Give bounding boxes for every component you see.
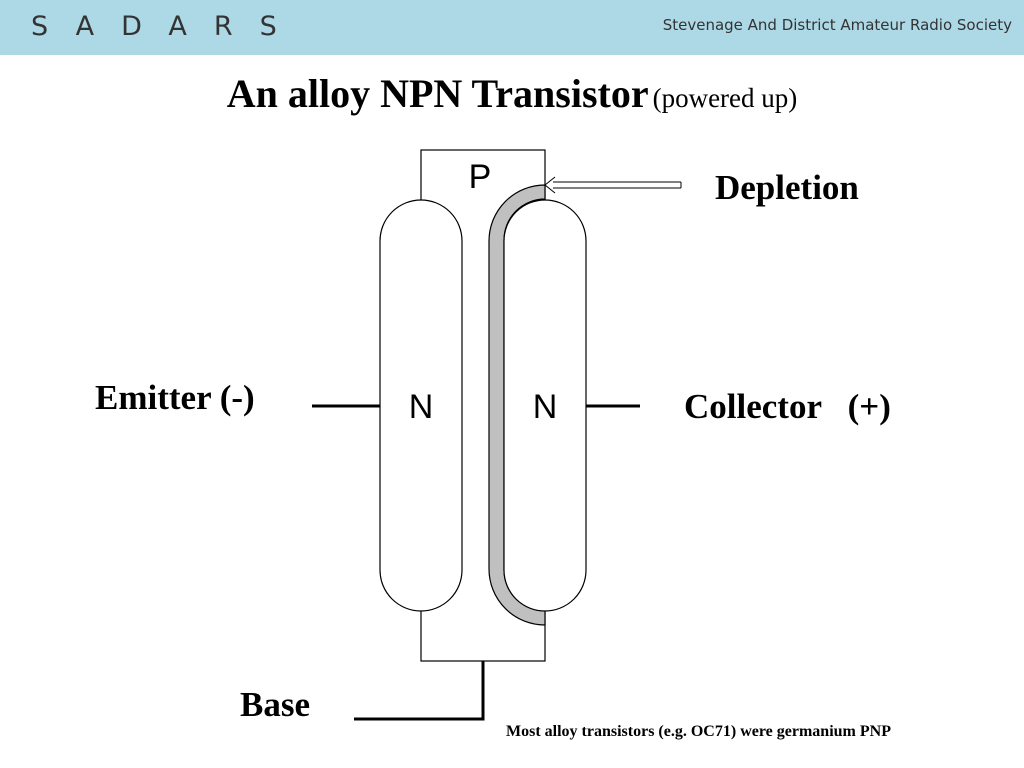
title-main: An alloy NPN Transistor <box>226 71 649 116</box>
footnote: Most alloy transistors (e.g. OC71) were … <box>506 723 891 740</box>
brand-logo-text: SADARS <box>31 11 304 42</box>
depletion-label: Depletion <box>715 168 859 207</box>
society-name: Stevenage And District Amateur Radio Soc… <box>662 16 1012 34</box>
collector-label: Collector (+) <box>684 387 891 426</box>
collector-n-label: N <box>533 388 558 426</box>
title-subtitle: (powered up) <box>652 83 798 113</box>
depletion-arrow <box>544 176 682 194</box>
slide-title: An alloy NPN Transistor (powered up) <box>0 70 1024 117</box>
base-lead <box>354 661 485 721</box>
base-label: Base <box>240 685 310 724</box>
p-region-label: P <box>469 158 492 196</box>
header-banner: SADARS Stevenage And District Amateur Ra… <box>0 0 1024 55</box>
emitter-n-label: N <box>409 388 434 426</box>
emitter-label: Emitter (-) <box>95 378 255 417</box>
